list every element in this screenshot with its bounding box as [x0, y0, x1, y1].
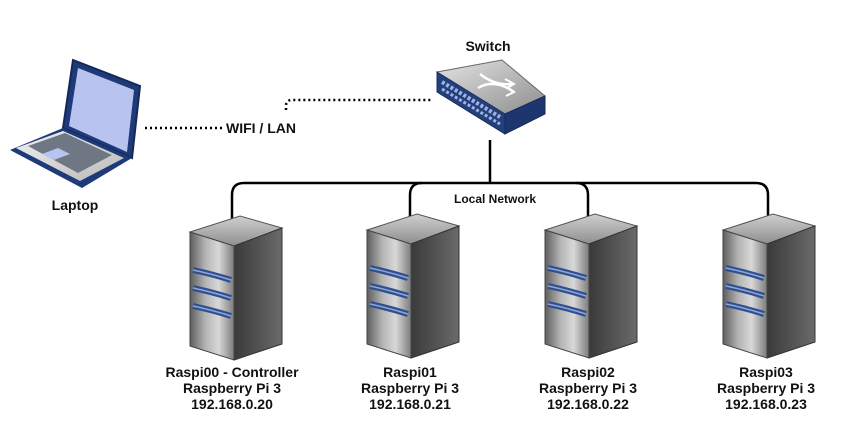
- node-ip: 192.168.0.20: [191, 396, 273, 412]
- server-icon-raspi03: [723, 214, 815, 358]
- server-icon-raspi01: [367, 214, 459, 358]
- node-name: Raspi02: [561, 364, 615, 380]
- node-model: Raspberry Pi 3: [182, 380, 282, 396]
- node-name: Raspi03: [739, 364, 793, 380]
- node-model: Raspberry Pi 3: [538, 380, 638, 396]
- laptop-icon: [10, 58, 142, 188]
- node-model: Raspberry Pi 3: [360, 380, 460, 396]
- node-name: Raspi01: [383, 364, 437, 380]
- server-icon-raspi02: [545, 214, 637, 358]
- node-label-raspi02: Raspi02 Raspberry Pi 3 192.168.0.22: [508, 364, 668, 412]
- node-name: Raspi00 - Controller: [165, 364, 299, 380]
- network-bus: [230, 140, 770, 228]
- node-ip: 192.168.0.22: [547, 396, 629, 412]
- node-model: Raspberry Pi 3: [716, 380, 816, 396]
- node-ip: 192.168.0.21: [369, 396, 451, 412]
- node-ip: 192.168.0.23: [725, 396, 807, 412]
- wifi-lan-label: WIFI / LAN: [223, 120, 299, 136]
- node-label-raspi00: Raspi00 - Controller Raspberry Pi 3 192.…: [152, 364, 312, 412]
- local-network-label: Local Network: [453, 192, 537, 206]
- switch-label: Switch: [465, 38, 511, 54]
- node-label-raspi03: Raspi03 Raspberry Pi 3 192.168.0.23: [686, 364, 846, 412]
- laptop-label: Laptop: [51, 197, 99, 213]
- server-icon-raspi00: [190, 216, 282, 360]
- node-label-raspi01: Raspi01 Raspberry Pi 3 192.168.0.21: [330, 364, 490, 412]
- switch-icon: [435, 59, 546, 135]
